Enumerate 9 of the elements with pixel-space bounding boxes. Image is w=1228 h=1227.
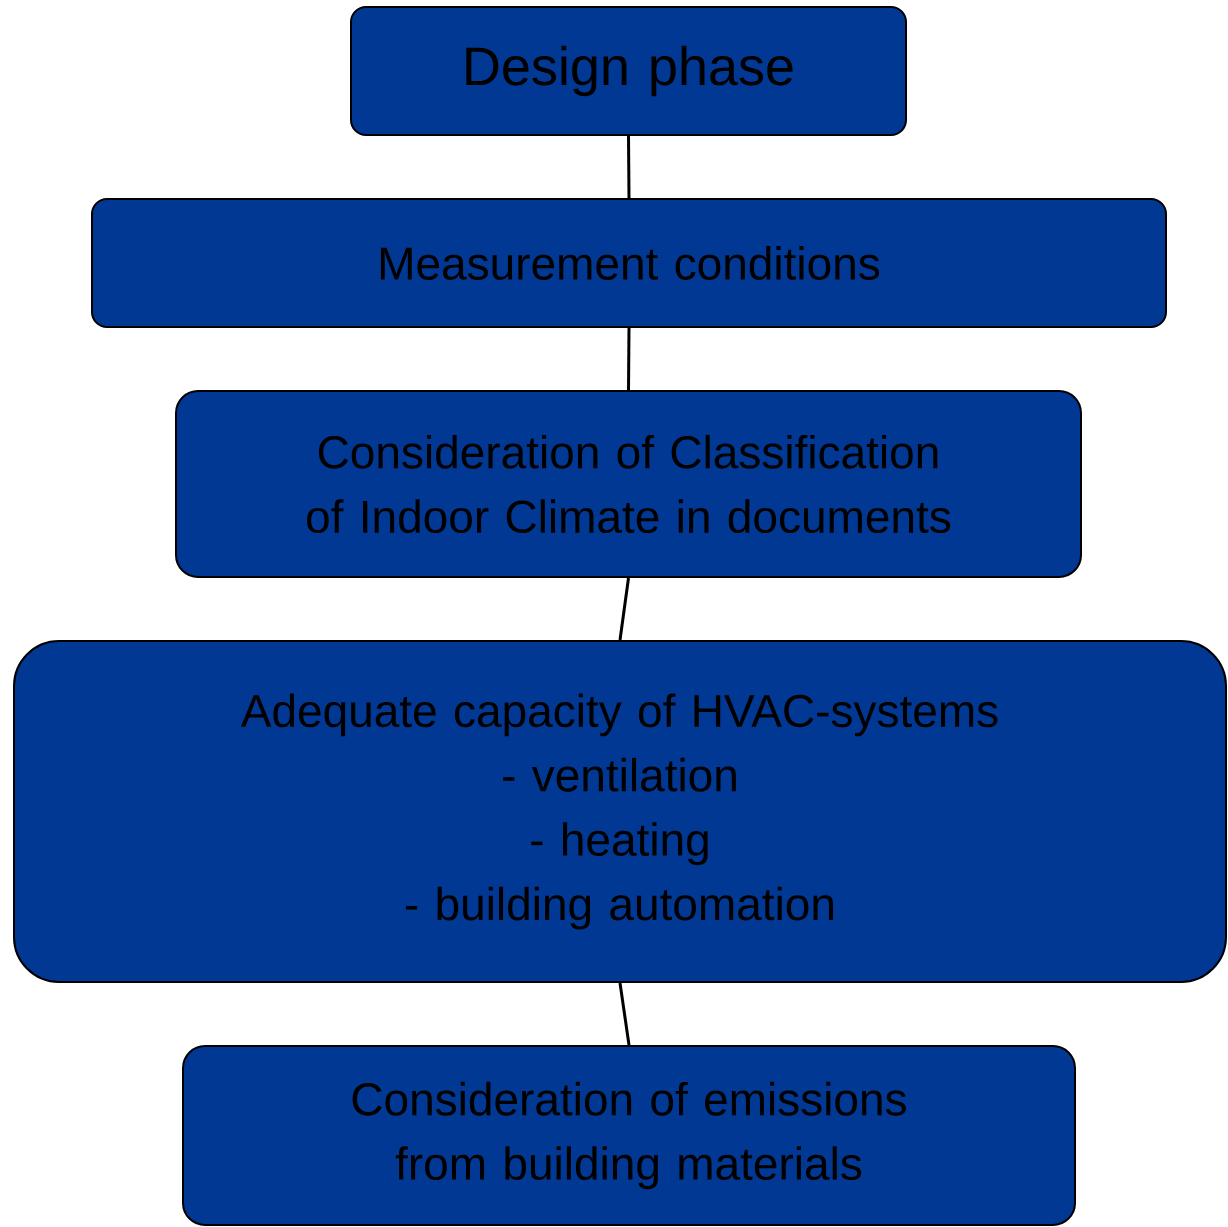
process-box: Consideration of emissions from building materials — [182, 1045, 1076, 1226]
connector-line — [627, 136, 631, 198]
connector-line — [618, 577, 630, 641]
connector-line — [627, 328, 631, 391]
process-box: Adequate capacity of HVAC-systems - ventilation - heating - building automation — [13, 640, 1227, 983]
process-box: Consideration of Classification of Indoor Climate in documents — [175, 390, 1082, 578]
process-box: Measurement conditions — [91, 198, 1167, 328]
process-box: Design phase — [350, 6, 907, 136]
connector-line — [618, 982, 631, 1046]
